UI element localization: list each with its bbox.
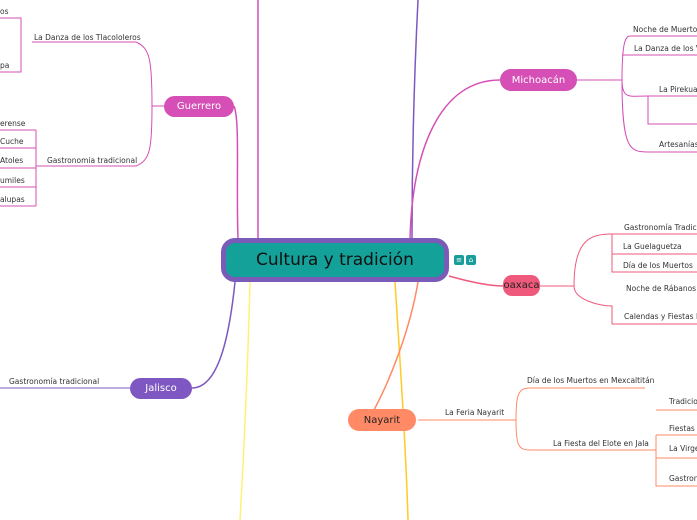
subtopic-artesanias[interactable]: Artesanías (659, 140, 697, 149)
subtopic-guerrero-cut-atoles[interactable]: Atoles (0, 156, 24, 165)
topic-oaxaca-label: oaxaca (503, 280, 540, 291)
subtopic-fiesta-elote[interactable]: La Fiesta del Elote en Jala (553, 439, 649, 448)
subtopic-danza-tlacololeros[interactable]: La Danza de los Tlacololeros (34, 33, 141, 42)
central-topic[interactable]: Cultura y tradición (221, 238, 449, 282)
topic-nayarit[interactable]: Nayarit (348, 409, 416, 431)
subtopic-oaxaca-gastronomia[interactable]: Gastronomía Tradicio (624, 223, 697, 232)
topic-nayarit-label: Nayarit (363, 414, 401, 426)
subtopic-calendas[interactable]: Calendas y Fiestas Pa (624, 312, 697, 321)
topic-guerrero[interactable]: Guerrero (164, 96, 234, 117)
topic-guerrero-label: Guerrero (176, 101, 222, 112)
subtopic-nayarit-cut-virge[interactable]: La Virge (669, 444, 697, 453)
subtopic-guerrero-cut-alupas[interactable]: alupas (0, 195, 25, 204)
subtopic-nayarit-cut-tradicio[interactable]: Tradicio (669, 397, 697, 406)
subtopic-oaxaca-dia-muertos[interactable]: Día de los Muertos (623, 261, 693, 270)
subtopic-danza-viejitos[interactable]: La Danza de los Vi (634, 44, 697, 53)
subtopic-pirekua[interactable]: La Pirekua (659, 85, 697, 94)
subtopic-guerrero-cut-umiles[interactable]: umiles (0, 176, 25, 185)
subtopic-jalisco-gastronomia[interactable]: Gastronomía tradicional (9, 377, 100, 386)
subtopic-nayarit-cut-fiestas[interactable]: Fiestas F (669, 424, 697, 433)
topic-jalisco[interactable]: Jalisco (130, 378, 192, 399)
subtopic-guerrero-cut-top[interactable]: os (0, 7, 9, 16)
subtopic-guerrero-cut-erense[interactable]: erense (0, 119, 26, 128)
topic-jalisco-label: Jalisco (145, 383, 177, 394)
subtopic-noche-muertos[interactable]: Noche de Muertos (633, 25, 697, 34)
subtopic-nayarit-dia-muertos[interactable]: Día de los Muertos en Mexcaltitán (527, 376, 655, 385)
attachment-icon[interactable]: ⌂ (466, 255, 476, 265)
topic-oaxaca[interactable]: oaxaca (503, 275, 540, 296)
subtopic-guelaguetza[interactable]: La Guelaguetza (623, 242, 682, 251)
subtopic-nayarit-cut-gastron[interactable]: Gastron (669, 474, 697, 483)
subtopic-feria-nayarit[interactable]: La Feria Nayarit (445, 408, 505, 417)
topic-michoacan-label: Michoacán (511, 74, 566, 86)
subtopic-guerrero-gastronomia[interactable]: Gastronomia tradicional (47, 156, 138, 165)
subtopic-noche-rabanos[interactable]: Noche de Rábanos (626, 284, 697, 293)
central-title: Cultura y tradición (256, 250, 414, 270)
subtopic-guerrero-cut-pa[interactable]: pa (0, 61, 10, 70)
topic-michoacan[interactable]: Michoacán (500, 69, 577, 91)
notes-icon[interactable]: ≡ (454, 255, 464, 265)
subtopic-guerrero-cut-cuche[interactable]: Cuche (0, 137, 24, 146)
